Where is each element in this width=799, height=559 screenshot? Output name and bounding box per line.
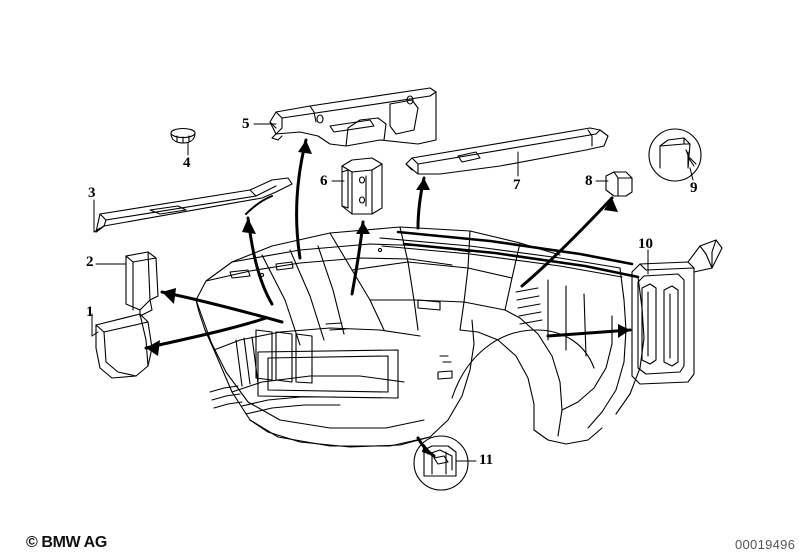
part-6-mounting-bracket bbox=[341, 157, 383, 215]
copyright-notice: © BMW AG bbox=[26, 534, 107, 551]
callout-3: 3 bbox=[88, 185, 96, 201]
part-5-engine-support-rail bbox=[269, 87, 437, 147]
callout-2: 2 bbox=[86, 254, 94, 270]
callout-leader-lines bbox=[91, 123, 694, 462]
callout-4: 4 bbox=[183, 155, 191, 171]
car-front-body-shell bbox=[195, 226, 645, 448]
part-11-detail-bubble bbox=[413, 435, 469, 491]
callout-11: 11 bbox=[479, 452, 494, 468]
callout-6: 6 bbox=[320, 173, 328, 189]
part-10-wheel-arch-vent-panel bbox=[631, 239, 723, 385]
part-3-upper-side-rail bbox=[95, 177, 293, 233]
callout-10: 10 bbox=[638, 236, 653, 252]
assembly-arrows bbox=[144, 138, 632, 458]
callout-9: 9 bbox=[690, 180, 698, 196]
part-9-detail-bubble bbox=[648, 128, 702, 182]
part-4-rubber-plug bbox=[170, 127, 196, 144]
callout-1: 1 bbox=[86, 304, 94, 320]
callout-7: 7 bbox=[513, 177, 521, 193]
part-8-sealing-cap bbox=[605, 171, 633, 197]
callout-8: 8 bbox=[585, 173, 593, 189]
drawing-number: 00019496 bbox=[735, 537, 796, 552]
part-2-corner-bracket bbox=[125, 251, 159, 317]
part-7-upper-cross-rail bbox=[405, 127, 609, 175]
callout-5: 5 bbox=[242, 116, 250, 132]
